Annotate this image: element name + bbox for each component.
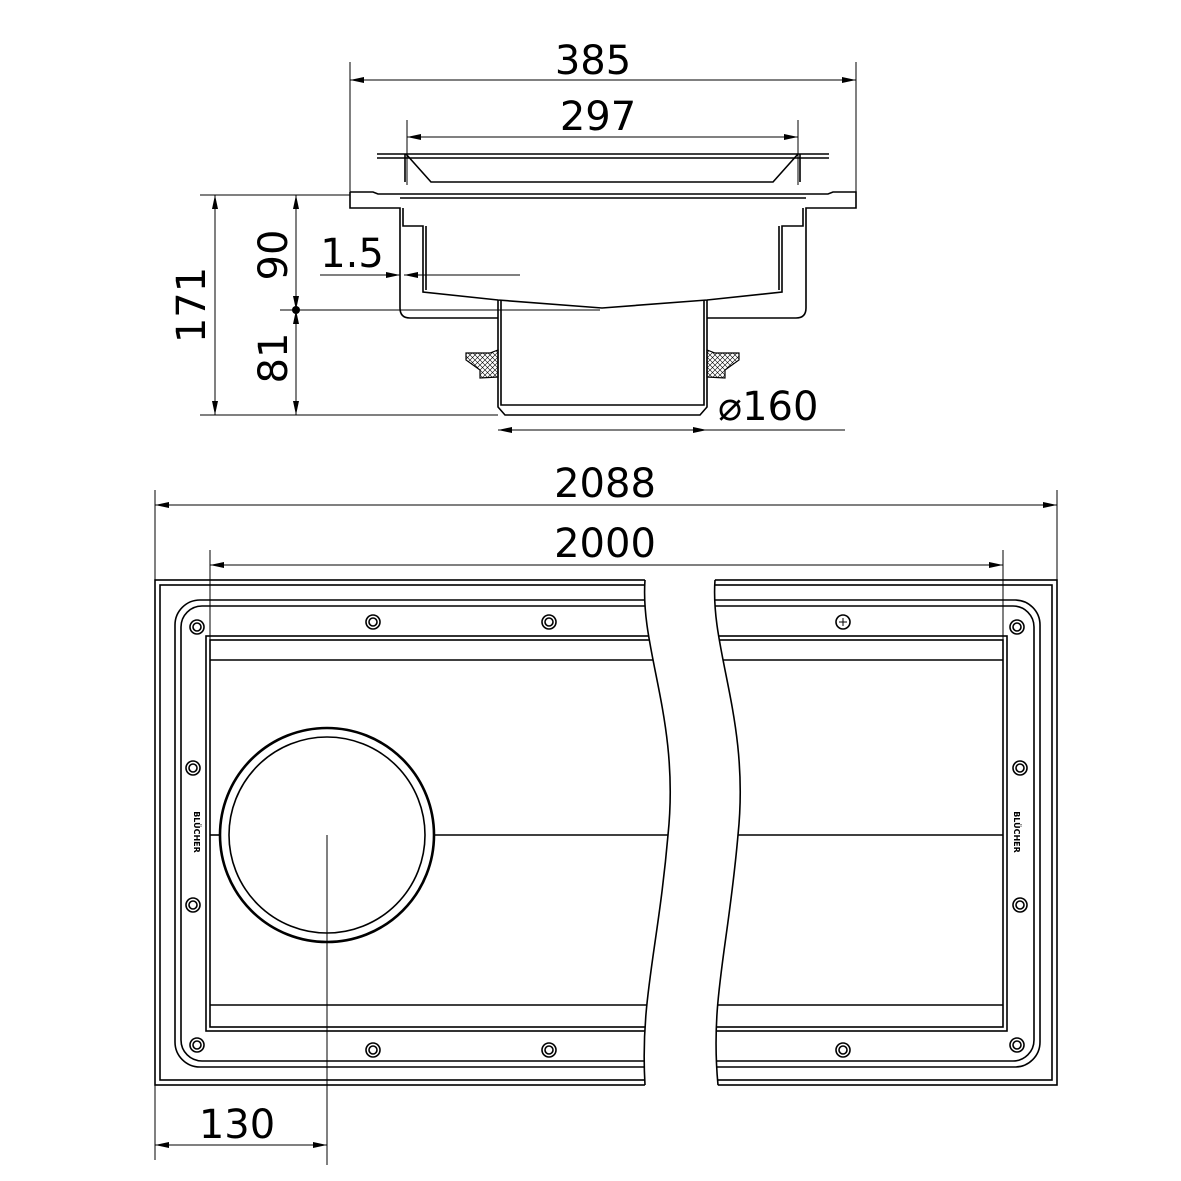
dim-outlet-diameter: ⌀160 [718,384,818,430]
grate-section [377,153,829,183]
dim-channel-length: 2000 [554,521,656,567]
dim-wall-thickness: 1.5 [320,231,384,277]
datum-dot [292,306,300,314]
fixing-holes [185,614,1028,1058]
dim-overall-width: 385 [555,38,631,84]
break-lines [643,578,742,1087]
dim-lower-height: 81 [251,333,297,384]
dim-total-height: 171 [169,267,215,343]
brand-mark-right: BLÜCHER [1012,811,1022,853]
dim-outlet-offset: 130 [199,1102,275,1148]
brand-mark-left: BLÜCHER [192,811,202,853]
plan-view: 2088 2000 [154,461,1058,1165]
channel-body-section [349,191,857,416]
dim-overall-length: 2088 [554,461,656,507]
channel-plan: BLÜCHER BLÜCHER [154,579,1058,1165]
section-view: 385 297 [169,38,857,433]
dim-upper-height: 90 [251,230,297,281]
dim-grate-width: 297 [560,94,636,140]
